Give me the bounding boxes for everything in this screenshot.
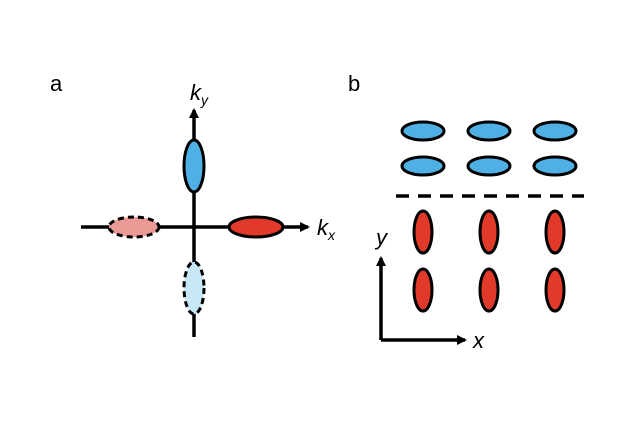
ky-label: ky [190, 80, 209, 108]
red-ellipse [412, 267, 434, 313]
kx-label: kx [317, 215, 336, 243]
blue-ellipse [400, 155, 446, 177]
red-ellipse [478, 209, 500, 255]
y-axis-label: y [374, 225, 389, 250]
dashed-blue-ellipse-bottom [182, 260, 206, 316]
dashed-red-ellipse-left [107, 215, 161, 239]
solid-red-ellipse-right [227, 215, 285, 239]
blue-ellipse [466, 120, 512, 142]
red-ellipse [544, 267, 566, 313]
panel-b: b y x [348, 71, 584, 353]
red-ellipse [544, 209, 566, 255]
panel-b-label: b [348, 71, 360, 96]
blue-ellipse [532, 120, 578, 142]
blue-ellipse [466, 155, 512, 177]
red-ellipse [478, 267, 500, 313]
blue-ellipse [532, 155, 578, 177]
panel-a: a ky kx [50, 71, 336, 337]
panel-a-label: a [50, 71, 63, 96]
solid-blue-ellipse-top [182, 138, 206, 194]
red-ellipse [412, 209, 434, 255]
blue-ellipse [400, 120, 446, 142]
x-axis-label: x [472, 328, 485, 353]
